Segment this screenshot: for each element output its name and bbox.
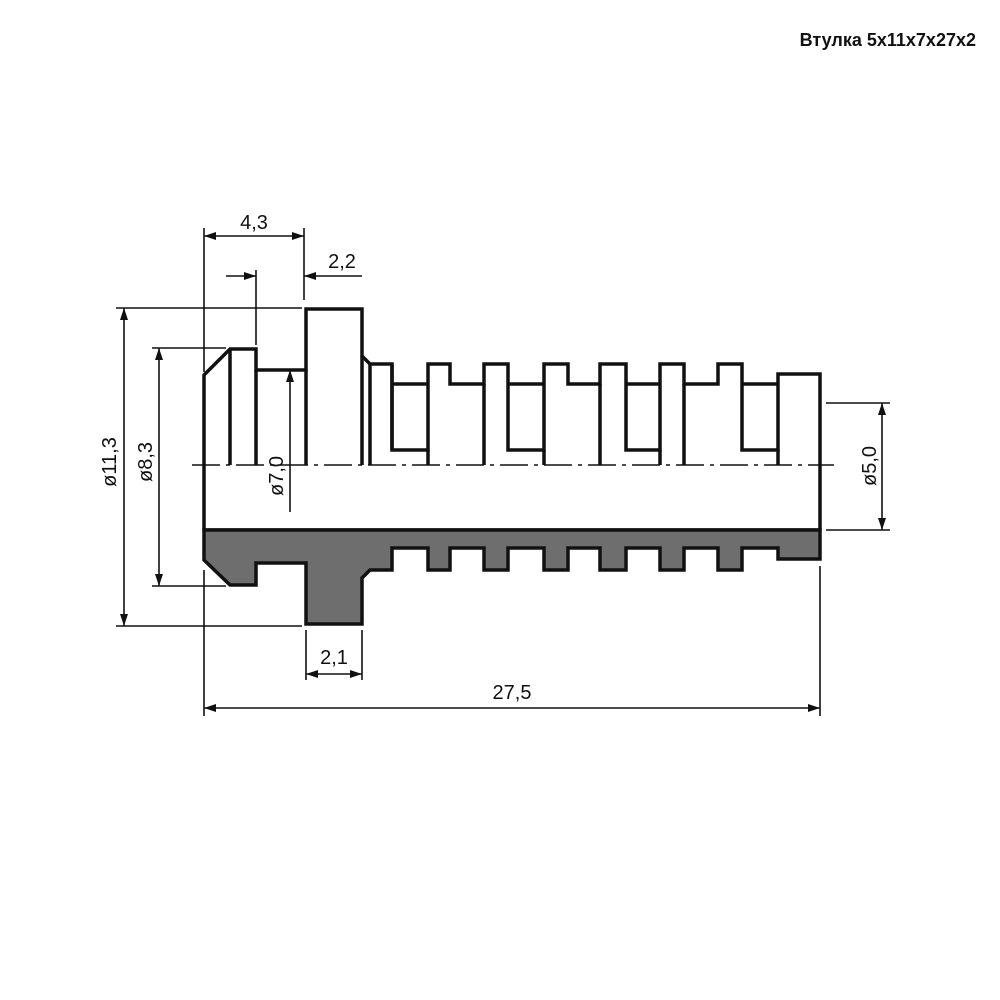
label-flange-width: 2,1: [320, 647, 348, 669]
label-bore-diameter: ø5,0: [859, 446, 881, 486]
dim-flange-width: 2,1: [305, 630, 363, 680]
label-top-step: 2,2: [328, 251, 356, 273]
dim-bore-diameter: ø5,0: [826, 402, 890, 531]
section-hatch: [202, 528, 822, 626]
label-outer-diameter: ø11,3: [99, 437, 121, 487]
dim-top-step: 2,2: [226, 251, 362, 345]
dim-total-length: 27,5: [203, 566, 821, 716]
part-title: Втулка 5x11x7x27x2: [799, 30, 976, 50]
dim-outer-diameter: ø11,3: [99, 307, 302, 627]
dim-neck-diameter: ø8,3: [135, 347, 226, 587]
upper-contour: [202, 307, 822, 530]
label-neck-diameter: ø8,3: [135, 442, 157, 482]
label-total-length: 27,5: [493, 682, 532, 704]
dim-inner-diameter: ø7,0: [266, 370, 294, 512]
label-top-width: 4,3: [240, 212, 268, 234]
label-inner-diameter: ø7,0: [266, 456, 288, 496]
